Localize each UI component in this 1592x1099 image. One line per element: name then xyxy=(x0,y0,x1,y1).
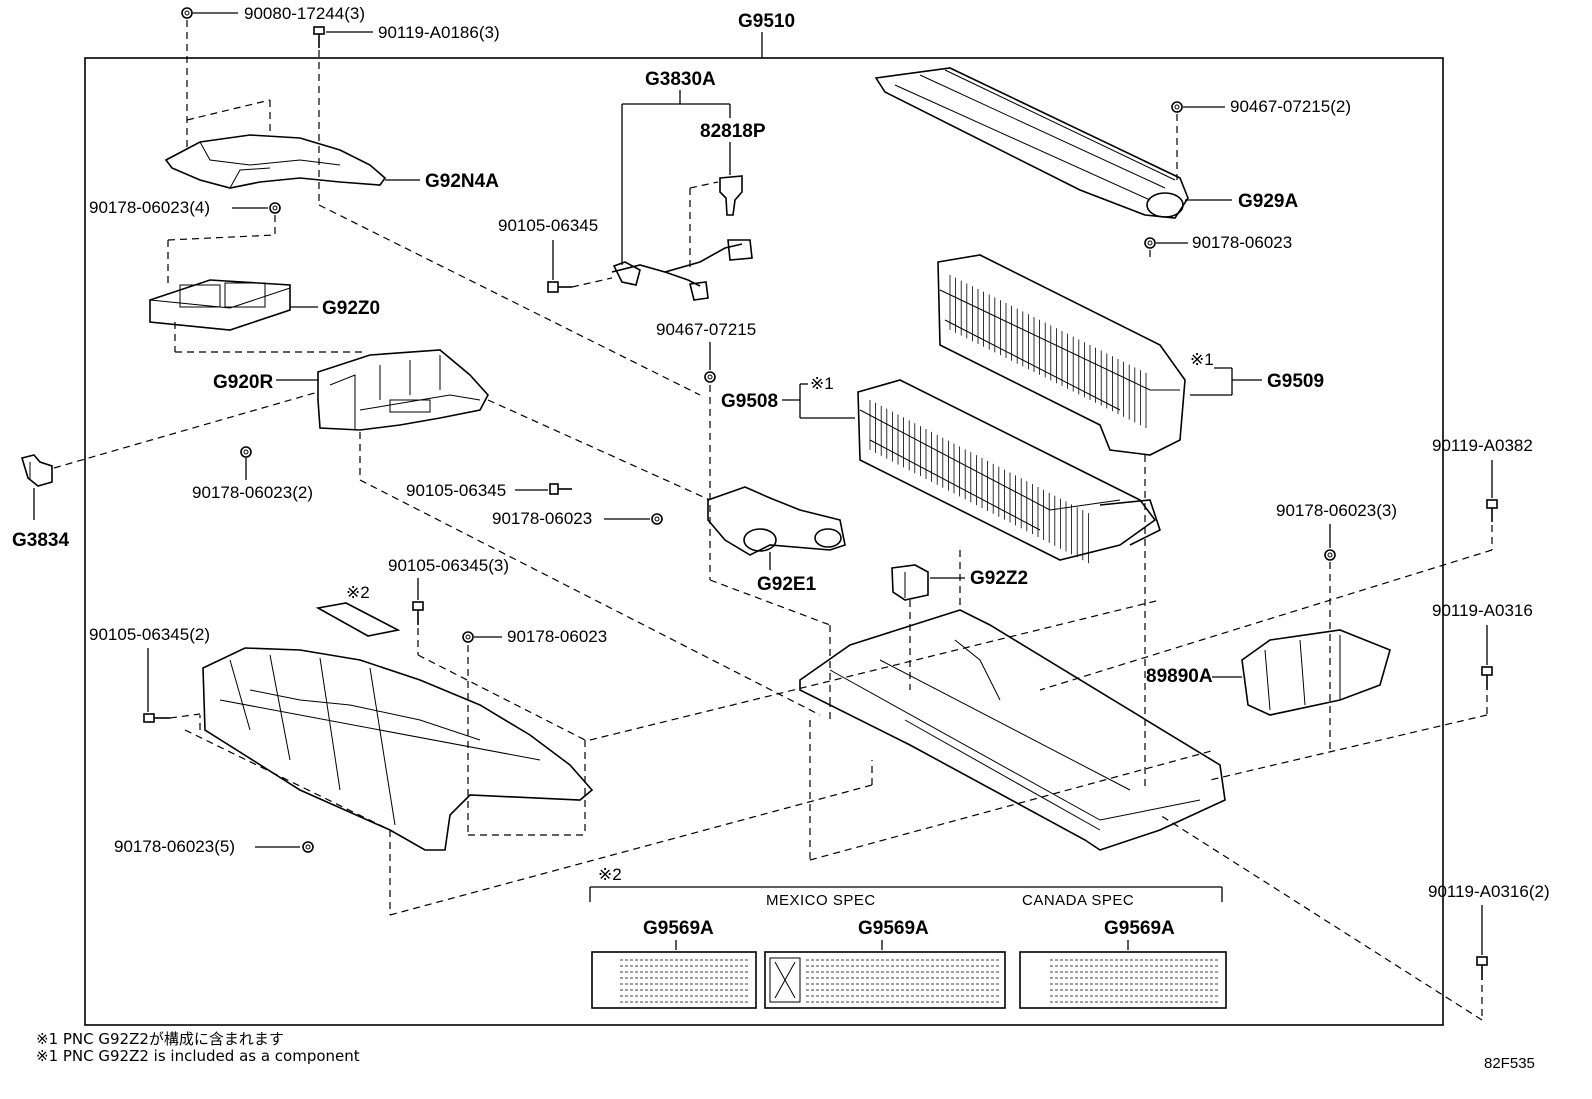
nut-icon xyxy=(240,446,252,458)
bolt-icon xyxy=(549,483,572,495)
duct-part-g92e1 xyxy=(707,486,846,556)
bracket-part-g92z2 xyxy=(891,564,929,601)
label-90105-06345-b: 90105-06345 xyxy=(406,481,506,500)
label-g929a: G929A xyxy=(1238,191,1298,212)
bolt-icon xyxy=(313,26,325,48)
bolt-icon xyxy=(1481,666,1493,690)
label-82818p: 82818P xyxy=(700,121,766,142)
nut-icon xyxy=(181,7,193,19)
label-89890a: 89890A xyxy=(1146,666,1213,687)
label-90119-A0316-2: 90119-A0316(2) xyxy=(1428,882,1550,901)
nut-icon xyxy=(302,841,314,853)
nut-icon xyxy=(1324,549,1336,561)
label-g9509: G9509 xyxy=(1267,371,1324,392)
side-bracket-part xyxy=(1241,629,1391,716)
label-90467-07215-a: 90467-07215 xyxy=(656,320,756,339)
nut-icon xyxy=(704,371,716,383)
bolt-icon xyxy=(547,281,572,293)
label-g9569a-3: G9569A xyxy=(1104,918,1175,939)
label-g3830a: G3830A xyxy=(645,69,716,90)
junction-block-part xyxy=(149,279,291,331)
label-g920r: G920R xyxy=(213,372,273,393)
label-g3834: G3834 xyxy=(12,530,69,551)
battery-module-g9508 xyxy=(857,379,1161,564)
duct-cover-part xyxy=(164,134,387,189)
label-sticker-part xyxy=(315,602,401,637)
bolt-icon xyxy=(412,601,424,625)
label-g92z0: G92Z0 xyxy=(322,298,380,319)
bolt-icon xyxy=(1476,956,1488,980)
assembly-frame xyxy=(84,57,1444,1026)
label-90178-06023-2: 90178-06023(2) xyxy=(192,483,313,502)
nut-icon xyxy=(651,513,663,525)
label-90178-06023-a: 90178-06023 xyxy=(492,509,592,528)
label-90119-A0316: 90119-A0316 xyxy=(1432,601,1533,620)
caution-label-canada xyxy=(1019,951,1227,1009)
nut-icon xyxy=(269,202,281,214)
bolt-icon xyxy=(1486,499,1498,522)
note-english: ※1 PNC G92Z2 is included as a component xyxy=(36,1047,360,1065)
label-90178-06023-5: 90178-06023(5) xyxy=(114,837,235,856)
label-g9569a-2: G9569A xyxy=(858,918,929,939)
label-90178-06023-b: 90178-06023 xyxy=(1192,233,1292,252)
nut-icon xyxy=(1171,101,1183,113)
battery-bracket-part xyxy=(317,349,489,431)
lower-cover-part xyxy=(202,647,594,851)
air-duct-part xyxy=(874,67,1189,219)
wire-harness-part xyxy=(611,239,753,301)
label-90178-06023-c: 90178-06023 xyxy=(507,627,607,646)
relay-part xyxy=(719,175,743,216)
nut-icon xyxy=(462,631,474,643)
label-90105-06345-2: 90105-06345(2) xyxy=(89,625,210,644)
nut-icon xyxy=(1144,237,1156,249)
label-g9510: G9510 xyxy=(738,11,795,32)
label-mark1-b: ※1 xyxy=(1190,350,1214,369)
label-90178-06023-4: 90178-06023(4) xyxy=(89,198,210,217)
label-g92z2: G92Z2 xyxy=(970,568,1028,589)
label-mark1-a: ※1 xyxy=(810,374,834,393)
battery-module-g9509 xyxy=(937,254,1186,456)
caution-label-standard xyxy=(591,951,757,1009)
label-mark2-b: ※2 xyxy=(598,865,622,884)
label-90105-06345-a: 90105-06345 xyxy=(498,216,598,235)
label-g92n4a: G92N4A xyxy=(425,171,499,192)
label-90105-06345-3: 90105-06345(3) xyxy=(388,556,509,575)
label-90119-A0382: 90119-A0382 xyxy=(1432,436,1533,455)
battery-tray-part xyxy=(799,609,1226,851)
label-90119-A0186: 90119-A0186(3) xyxy=(378,23,500,42)
label-90467-07215-2: 90467-07215(2) xyxy=(1230,97,1351,116)
label-g9508: G9508 xyxy=(721,391,778,412)
label-canada-spec: CANADA SPEC xyxy=(1022,892,1134,909)
bolt-icon xyxy=(143,713,170,723)
caution-label-mexico xyxy=(764,951,1006,1009)
label-g92e1: G92E1 xyxy=(757,574,817,595)
clip-part xyxy=(20,454,53,487)
label-mexico-spec: MEXICO SPEC xyxy=(766,892,876,909)
label-g9569a-1: G9569A xyxy=(643,918,714,939)
label-90080-17244: 90080-17244(3) xyxy=(244,4,365,23)
note-japanese: ※1 PNC G92Z2が構成に含まれます xyxy=(36,1030,284,1048)
label-90178-06023-3: 90178-06023(3) xyxy=(1276,501,1397,520)
drawing-code: 82F535 xyxy=(1484,1055,1535,1072)
label-mark2-a: ※2 xyxy=(346,583,370,602)
